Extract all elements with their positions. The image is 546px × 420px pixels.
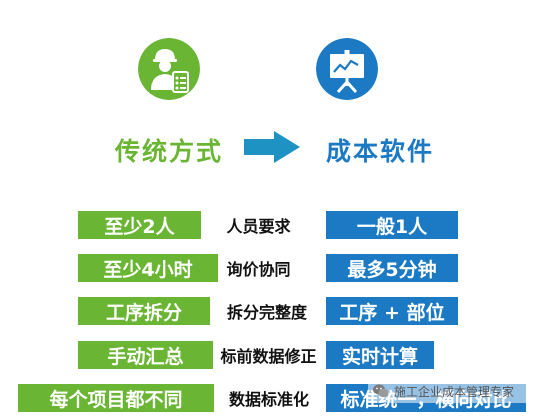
comparison-row: 工序拆分拆分完整度工序 + 部位 (0, 297, 546, 325)
traditional-value: 至少4小时 (78, 254, 218, 282)
traditional-value: 每个项目都不同 (18, 384, 214, 412)
worker-checklist-icon (138, 38, 200, 100)
criterion-label: 询价协同 (226, 260, 291, 279)
comparison-row: 至少4小时询价协同 最多5分钟 (0, 254, 546, 282)
heading-software: 成本软件 (325, 137, 434, 166)
arrow-right-icon (244, 131, 300, 163)
presentation-chart-icon (316, 38, 378, 100)
watermark-text: 施工企业成本管理专家 (394, 384, 515, 399)
traditional-value: 手动汇总 (78, 341, 213, 369)
traditional-value: 工序拆分 (78, 297, 210, 325)
watermark: 施工企业成本管理专家 (368, 379, 546, 403)
criterion-label: 拆分完整度 (226, 303, 307, 322)
comparison-row: 手动汇总标前数据修正实时计算 (0, 341, 546, 369)
wechat-logo-icon (373, 384, 389, 398)
comparison-row: 至少2人 人员要求 一般1人 (0, 211, 546, 239)
software-value: 实时计算 (326, 341, 434, 369)
criterion-label: 数据标准化 (228, 390, 309, 409)
software-value: 工序 + 部位 (326, 297, 458, 325)
criterion-label: 标前数据修正 (220, 347, 317, 366)
heading-traditional: 传统方式 (114, 137, 223, 166)
software-value: 一般1人 (326, 211, 458, 239)
software-value: 最多5分钟 (326, 254, 458, 282)
criterion-label: 人员要求 (226, 217, 291, 236)
traditional-value: 至少2人 (78, 211, 201, 239)
